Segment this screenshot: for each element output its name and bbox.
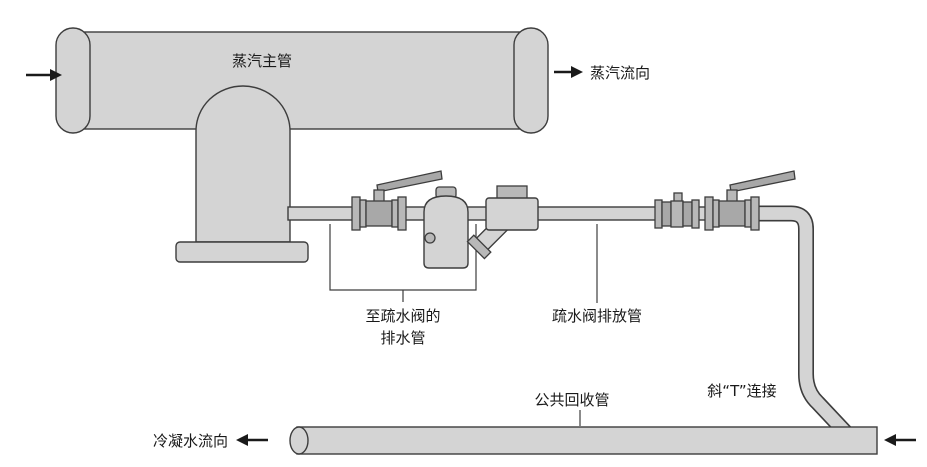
return-pipe (289, 426, 878, 455)
steam-trap-body (423, 195, 469, 269)
condensate-inlet-arrow-icon (884, 434, 916, 446)
label-steam-flow: 蒸汽流向 (590, 64, 650, 82)
steam-main-pipe (55, 27, 549, 134)
label-common-return: 公共回收管 (534, 391, 609, 409)
label-drain-pipe-line2: 排水管 (380, 329, 425, 347)
y-strainer-body (485, 197, 539, 231)
ball-valve-2-stem (726, 189, 738, 203)
steam-flow-arrow-icon (554, 66, 583, 78)
discharge-elbow-pipe (755, 205, 855, 442)
ball-valve-1-stem (373, 189, 385, 203)
steam-trap (423, 186, 469, 269)
drip-leg (175, 85, 309, 263)
steam-inlet-arrow-icon (26, 69, 62, 81)
drain-pipe-bracket (329, 224, 477, 302)
ball-valve-2 (704, 170, 796, 231)
label-trap-discharge: 疏水阀排放管 (552, 307, 642, 325)
label-steam-main: 蒸汽主管 (232, 52, 292, 70)
union-check-valve (654, 192, 700, 229)
label-angled-t: 斜“T”连接 (707, 382, 776, 400)
ball-valve-2-body (718, 200, 746, 227)
ball-valve-1 (351, 170, 443, 231)
condensate-outlet-arrow-icon (236, 434, 268, 446)
return-pipe-left-cap (289, 426, 309, 455)
steam-main-left-cap (55, 27, 91, 134)
ball-valve-1-body (365, 200, 393, 227)
y-strainer (466, 185, 539, 260)
label-condensate-flow: 冷凝水流向 (153, 432, 228, 450)
steam-main-right-cap (513, 27, 549, 134)
drip-leg-flange (175, 241, 309, 263)
ball-valve-2-handle (729, 170, 796, 193)
ball-valve-1-handle (376, 170, 443, 193)
label-drain-pipe-line1: 至疏水阀的 (365, 307, 440, 325)
steam-trap-plug (424, 232, 436, 244)
